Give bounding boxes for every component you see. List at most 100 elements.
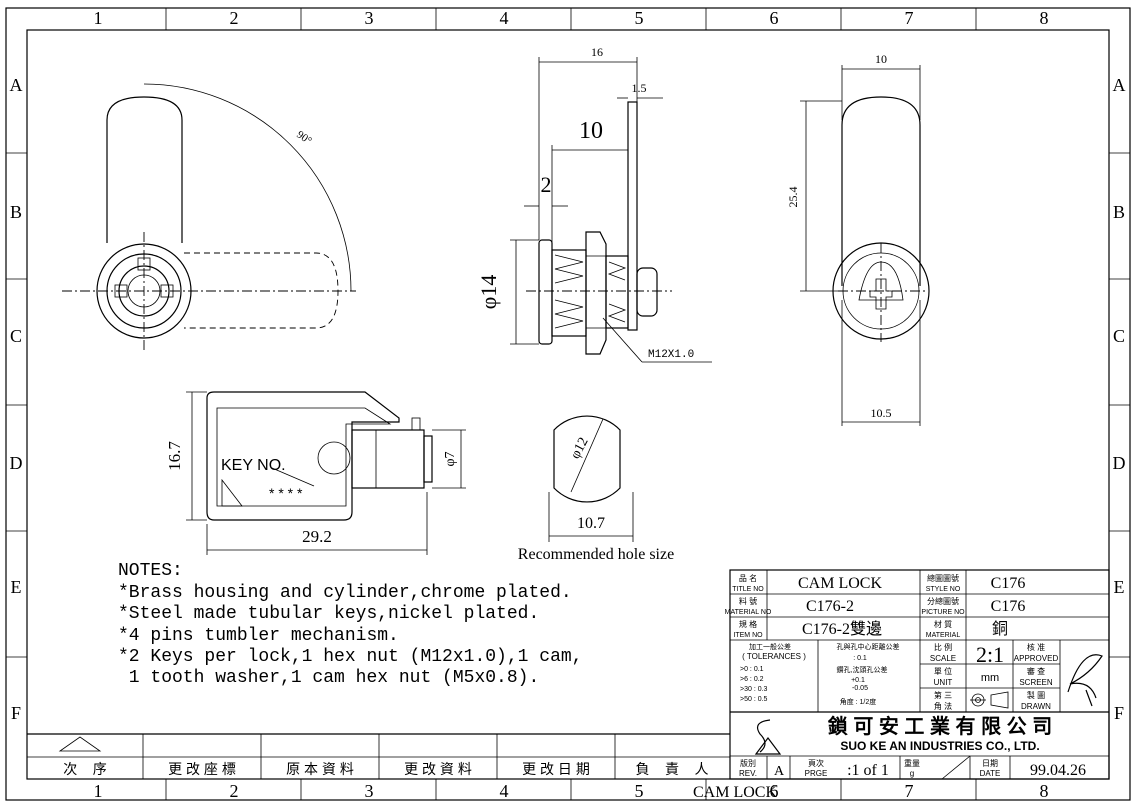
drawn-label-en: DRAWN — [1021, 702, 1051, 711]
revision-header: 更 改 座 標 — [168, 761, 236, 777]
right-dim-10-5-label: 10.5 — [871, 406, 892, 420]
row-label-f-right: F — [1114, 703, 1124, 723]
unit-label-cn: 單 位 — [934, 666, 952, 676]
col-label-5: 5 — [635, 8, 644, 28]
angle-90-label: 90° — [294, 129, 314, 148]
unit-value: mm — [981, 672, 999, 684]
picture-label-en: PICTURE NO — [921, 609, 965, 616]
hole-caption: Recommended hole size — [518, 546, 674, 563]
tol-drill-plus: +0.1 — [851, 677, 865, 684]
note-line: *Brass housing and cylinder,chrome plate… — [118, 583, 572, 603]
key-stars-label: * * * * — [269, 485, 303, 501]
note-line: *Steel made tubular keys,nickel plated. — [118, 604, 539, 624]
col-label-3: 3 — [365, 8, 374, 28]
notes-heading: NOTES: — [118, 561, 183, 581]
row-label-b: B — [10, 202, 22, 222]
key-no-label: KEY NO. — [221, 457, 286, 474]
angle-label-cn2: 角 法 — [934, 701, 952, 711]
key-dim-29-2-label: 29.2 — [302, 527, 332, 546]
approved-label-en: APPROVED — [1014, 654, 1059, 663]
col-label-4: 4 — [500, 8, 509, 28]
tol-center-val: : 0.1 — [853, 655, 867, 662]
row-label-d-right: D — [1113, 453, 1126, 473]
screen-label-cn: 審 查 — [1027, 666, 1045, 676]
weight-label-cn: 重量 — [904, 758, 920, 768]
note-line: 1 tooth washer,1 cam hex nut (M5x0.8). — [118, 668, 539, 688]
material-value: 銅 — [992, 620, 1008, 638]
footer-title: CAM LOCK — [693, 784, 777, 801]
angle-label-cn: 第 三 — [934, 690, 952, 700]
material-no-label-en: MATERIAL NO — [725, 609, 772, 616]
revision-header: 原 本 資 料 — [286, 761, 354, 777]
key-dim-phi7-label: φ7 — [443, 451, 458, 466]
hole-view: φ12 10.7 Recommended hole size — [518, 415, 674, 563]
key-view: KEY NO. * * * * 16.7 29.2 φ7 — [165, 391, 466, 555]
tol-row: >0 : 0.1 — [740, 666, 764, 673]
revision-table: 次 序 更 改 座 標 原 本 資 料 更 改 資 料 更 改 日 期 負 責 … — [27, 733, 730, 779]
thread-spec-label: M12X1.0 — [648, 349, 694, 361]
tol-drill-minus: -0.05 — [852, 685, 868, 692]
dim-1-5-label: 1.5 — [632, 81, 647, 95]
item-label-cn: 規 格 — [739, 619, 757, 629]
col-label-2: 2 — [230, 8, 239, 28]
zone-labels: 1 2 3 4 5 6 7 8 1 2 3 4 5 6 7 8 A B C D … — [10, 8, 1126, 801]
rev-label-cn: 版別 — [740, 758, 756, 768]
style-label-en: STYLE NO — [926, 586, 961, 593]
scale-label-en: SCALE — [930, 654, 956, 663]
page-value: :1 of 1 — [847, 762, 889, 779]
col-label-1-bottom: 1 — [94, 781, 103, 801]
col-label-1: 1 — [94, 8, 103, 28]
front-view: 90° — [62, 83, 356, 352]
page-label-en: PRGE — [805, 769, 828, 778]
material-label-en: MATERIAL — [926, 632, 961, 639]
company-name-en: SUO KE AN INDUSTRIES CO., LTD. — [840, 739, 1039, 753]
col-label-5-bottom: 5 — [635, 781, 644, 801]
revision-header: 更 改 資 料 — [404, 761, 472, 777]
right-dim-25-4-label: 25.4 — [786, 187, 800, 208]
tol-title-cn: 加工一般公差 — [749, 642, 791, 651]
row-label-a: A — [10, 75, 23, 95]
dim-phi14-label: φ14 — [476, 275, 501, 310]
projection-symbol-icon — [970, 691, 1009, 709]
revision-header: 負 責 人 — [635, 761, 708, 777]
col-label-7-bottom: 7 — [905, 781, 914, 801]
item-label-en: ITEM NO — [733, 632, 763, 639]
scale-value: 2:1 — [976, 642, 1004, 667]
right-dim-10-label: 10 — [875, 52, 887, 66]
tol-title-en: ( TOLERANCES ) — [742, 652, 806, 661]
tol-row: >50 : 0.5 — [740, 696, 768, 703]
row-label-d: D — [10, 453, 23, 473]
revision-triangle-icon — [58, 736, 102, 752]
rev-value: A — [774, 764, 785, 779]
col-label-6: 6 — [770, 8, 779, 28]
page-label-cn: 頁次 — [808, 758, 824, 768]
col-label-6-bottom: 6 — [770, 781, 779, 801]
col-label-2-bottom: 2 — [230, 781, 239, 801]
style-label-cn: 總圖圖號 — [927, 573, 959, 583]
sheet-frame — [5, 7, 1131, 801]
signature-icon — [1067, 654, 1103, 707]
title-value: CAM LOCK — [798, 575, 882, 592]
col-label-3-bottom: 3 — [365, 781, 374, 801]
dim-2-label: 2 — [541, 172, 552, 197]
hole-dim-10-7-label: 10.7 — [577, 515, 605, 532]
col-label-8: 8 — [1040, 8, 1049, 28]
row-label-c: C — [10, 326, 22, 346]
style-value: C176 — [991, 575, 1026, 592]
notes: NOTES: *Brass housing and cylinder,chrom… — [118, 561, 582, 688]
col-label-7: 7 — [905, 8, 914, 28]
tol-center-cn: 孔與孔中心距離公差 — [837, 642, 900, 651]
material-no-value: C176-2 — [806, 598, 854, 615]
row-label-f: F — [11, 703, 21, 723]
date-label-en: DATE — [980, 769, 1001, 778]
weight-label-en: g — [910, 769, 914, 778]
drawn-label-cn: 製 圖 — [1027, 690, 1045, 700]
title-label-cn: 品 名 — [739, 573, 757, 583]
right-view: 10 25.4 10.5 — [786, 52, 930, 426]
row-label-e: E — [11, 577, 22, 597]
note-line: *4 pins tumbler mechanism. — [118, 626, 399, 646]
screen-label-en: SCREEN — [1019, 678, 1053, 687]
picture-label-cn: 分總圖號 — [927, 596, 959, 606]
